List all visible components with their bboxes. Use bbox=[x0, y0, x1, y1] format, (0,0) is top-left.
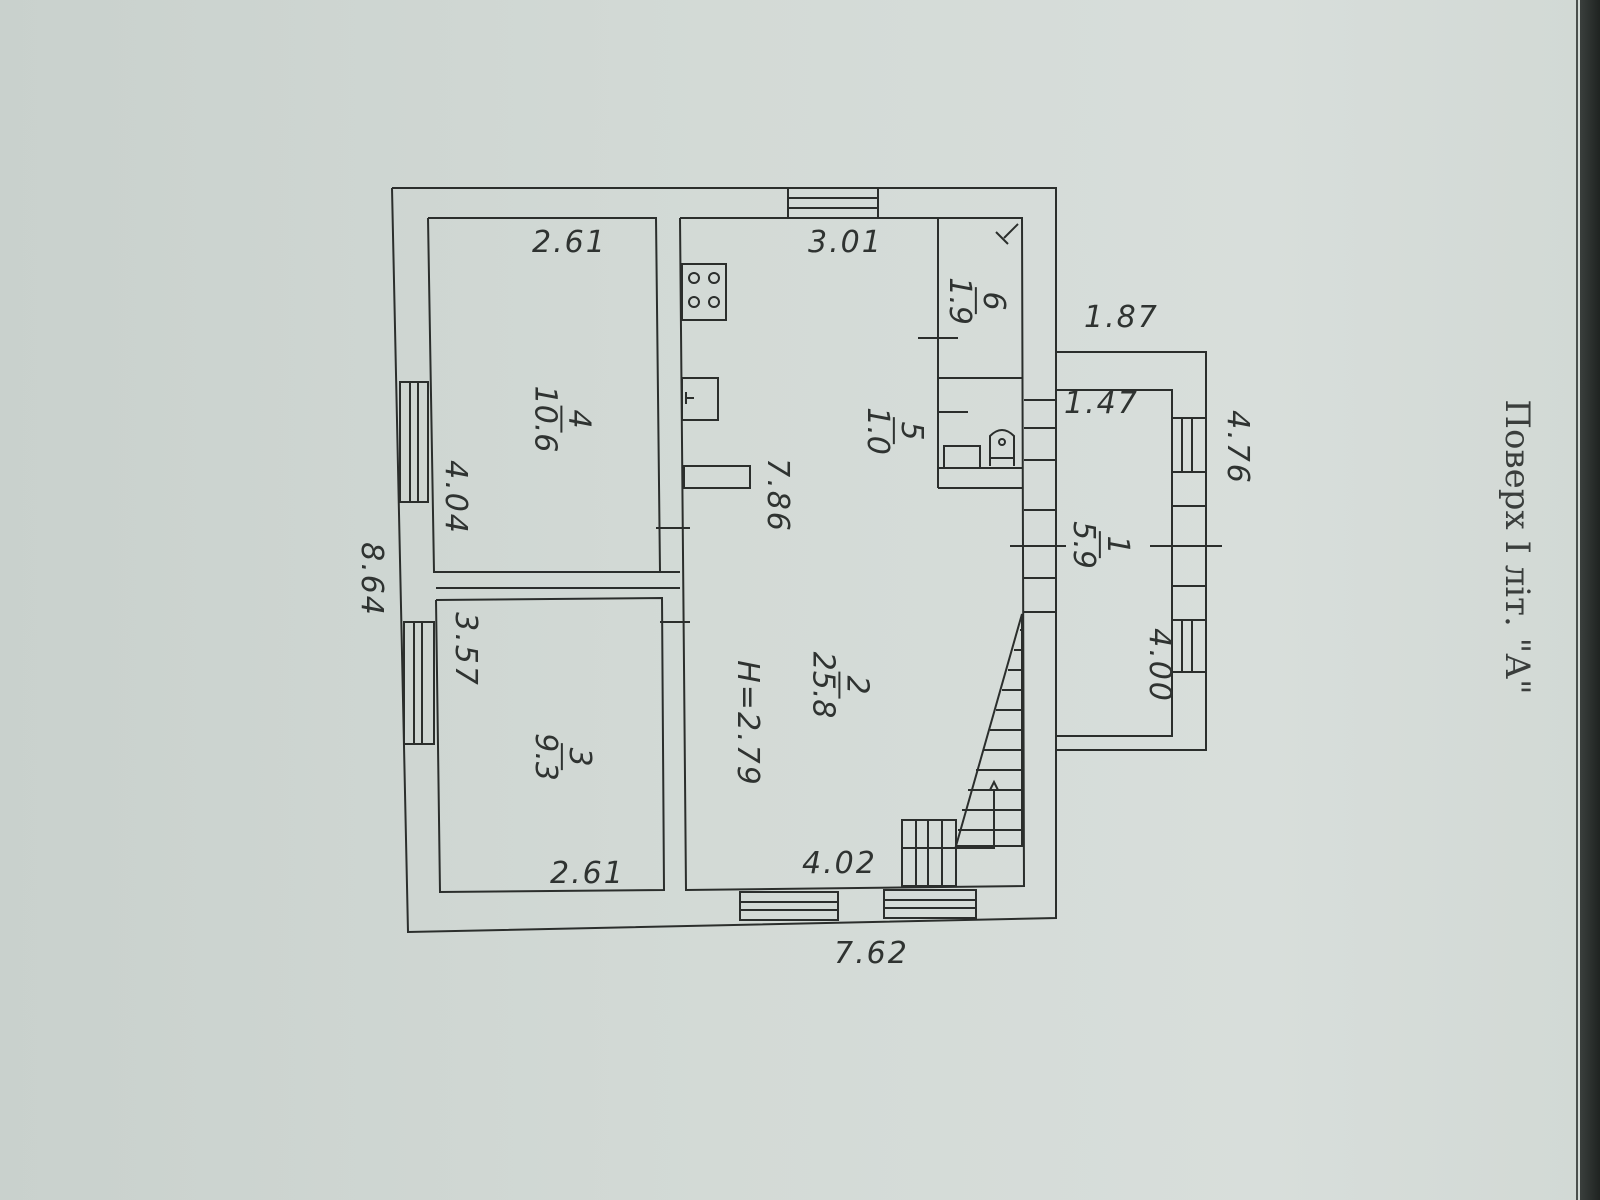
room-3-number: 3 bbox=[560, 743, 597, 771]
room-2-walls bbox=[679, 217, 1026, 892]
room-1-walls bbox=[1056, 389, 1173, 737]
dim-porch-length: 4.76 bbox=[1219, 410, 1255, 485]
washbasin-icon bbox=[943, 445, 981, 469]
room-6-area: 1.9 bbox=[941, 277, 977, 325]
dim-room4-width: 2.61 bbox=[532, 225, 607, 260]
room-5-number: 5 bbox=[892, 417, 929, 445]
room-1-area: 5.9 bbox=[1065, 521, 1101, 569]
room-5-area: 1.0 bbox=[859, 407, 895, 455]
room-6-walls bbox=[918, 218, 1022, 489]
window-top bbox=[787, 187, 879, 219]
window-left-lower bbox=[403, 621, 435, 745]
room-6-label: 6 1.9 bbox=[941, 277, 1011, 325]
room-3-area: 9.3 bbox=[527, 733, 563, 781]
room-2-label: 2 25.8 bbox=[805, 651, 874, 719]
room-1-label: 1 5.9 bbox=[1065, 521, 1135, 569]
stove-icon bbox=[681, 263, 727, 321]
sink-icon bbox=[681, 377, 719, 421]
dim-overall-length: 7.62 bbox=[834, 936, 909, 971]
dim-room3-width: 2.61 bbox=[550, 856, 625, 891]
staircase-icon bbox=[901, 613, 1023, 887]
room-2-number: 2 bbox=[838, 671, 874, 699]
porch-outer-walls bbox=[1056, 351, 1207, 751]
counter bbox=[683, 465, 751, 489]
room-3-walls bbox=[435, 596, 666, 894]
room-4-label: 4 10.6 bbox=[527, 385, 596, 453]
room-2-area: 25.8 bbox=[805, 651, 841, 719]
ceiling-height: H=2.79 bbox=[729, 660, 765, 787]
dim-porch-depth: 1.87 bbox=[1084, 300, 1159, 335]
window-bottom-right bbox=[883, 889, 977, 919]
window-left-upper bbox=[399, 381, 429, 503]
dim-room3-length: 3.57 bbox=[447, 612, 483, 687]
dim-overall-width: 8.64 bbox=[353, 542, 389, 617]
porch-window-lower bbox=[1171, 619, 1207, 673]
dim-room1-width: 1.47 bbox=[1064, 386, 1139, 421]
room-5-label: 5 1.0 bbox=[859, 407, 929, 455]
right-wall-openings bbox=[1010, 399, 1066, 613]
room-1-number: 1 bbox=[1098, 531, 1135, 559]
room-4-area: 10.6 bbox=[527, 385, 563, 453]
toilet-icon bbox=[989, 429, 1015, 466]
dim-room4-length: 4.04 bbox=[437, 460, 473, 535]
paper-border-line bbox=[1576, 0, 1578, 1200]
dim-room2-width-bottom: 4.02 bbox=[802, 846, 877, 881]
window-bottom-left bbox=[739, 891, 839, 921]
paper-edge-shadow bbox=[1580, 0, 1600, 1200]
porch-window-upper bbox=[1171, 417, 1207, 473]
dim-room1-length: 4.00 bbox=[1141, 628, 1177, 703]
room-3-label: 3 9.3 bbox=[527, 733, 597, 781]
room-6-number: 6 bbox=[974, 287, 1011, 315]
dim-room2-width-top: 3.01 bbox=[808, 225, 883, 260]
floor-title: Поверх I літ. "А" bbox=[1497, 399, 1537, 695]
room-4-number: 4 bbox=[560, 405, 596, 433]
shower-icon bbox=[995, 223, 1019, 245]
dim-room2-length: 7.86 bbox=[759, 458, 795, 533]
